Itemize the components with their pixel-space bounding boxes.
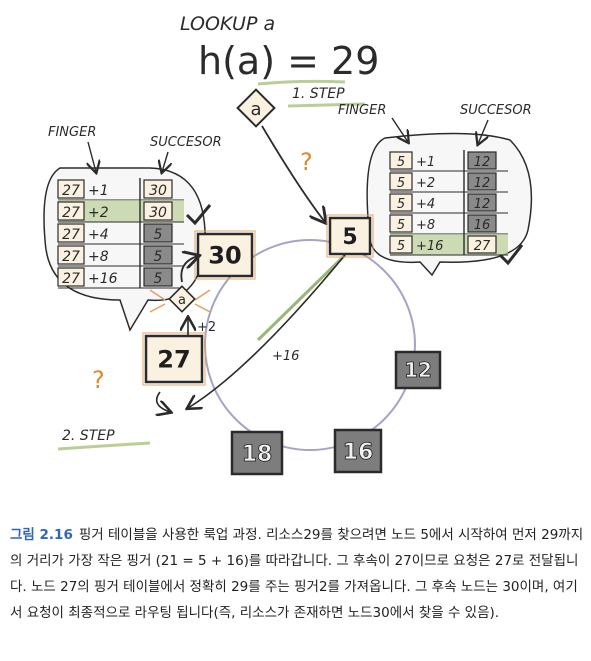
finger_table_5-row: 5 +1 12 — [389, 151, 508, 172]
finger-successor-cell: 5 — [154, 249, 163, 265]
ring-node-12: 12 — [394, 350, 442, 390]
finger-node-cell: 5 — [397, 155, 405, 170]
arrow-5-to-27 — [188, 254, 346, 408]
finger-successor-cell: 12 — [474, 176, 491, 191]
ring-node-label: 18 — [242, 442, 273, 467]
finger-offset-cell: +2 — [416, 176, 435, 191]
forwarded-key-label: a — [178, 293, 186, 308]
checkmark-5 — [498, 244, 524, 266]
finger_table_5-row: 5 +4 12 — [389, 193, 508, 214]
finger-successor-cell: 16 — [474, 218, 491, 233]
finger-offset-cell: +16 — [416, 239, 443, 254]
finger_table_27-row: 27 +4 5 — [57, 223, 184, 245]
finger_table_5-row: 5 +8 16 — [389, 214, 508, 235]
ring-node-label: 27 — [157, 346, 190, 374]
finger-node-cell: 5 — [397, 197, 405, 212]
arrow-27-to-30 — [180, 256, 198, 283]
checkmark-27 — [185, 204, 212, 226]
finger-table-27: 27 +1 30 27 +2 30 27 +4 5 27 +8 5 27 +16 5 — [57, 178, 184, 289]
finger_table_27-row: 27 +8 5 — [57, 245, 184, 267]
finger-node-cell: 27 — [62, 249, 80, 265]
ring-nodes: 5 12 16 18 27 30 — [142, 214, 442, 476]
finger-node-cell: 27 — [62, 205, 80, 221]
finger-successor-cell: 12 — [474, 155, 491, 170]
finger_table_27-row: 27 +16 5 — [57, 267, 184, 289]
finger_table_27-row: 27 +2 30 — [57, 200, 184, 223]
finger-offset-cell: +8 — [88, 249, 109, 265]
key-a-label: a — [250, 99, 261, 120]
finger-node-cell: 5 — [397, 239, 405, 254]
finger-node-cell: 27 — [62, 183, 80, 199]
figure-label: 그림 2.16 — [10, 527, 73, 543]
hash-underline — [257, 79, 346, 86]
successor-header-5: SUCCESOR — [460, 103, 532, 118]
finger-node-cell: 27 — [62, 227, 80, 243]
finger-offset-cell: +1 — [88, 183, 109, 199]
finger-offset-cell: +4 — [416, 197, 435, 212]
lookup-title: LOOKUP a — [180, 13, 275, 35]
finger-header-5: FINGER — [338, 103, 386, 118]
hash-expression: h(a) = 29 — [198, 39, 379, 83]
arrow-step2 — [157, 391, 170, 412]
finger-header-27: FINGER — [48, 125, 96, 140]
ring-node-label: 16 — [343, 440, 374, 465]
finger-offset-cell: +2 — [88, 205, 109, 221]
finger_table_5-row: 5 +2 12 — [389, 172, 508, 193]
arrow-key-to-node5 — [261, 125, 325, 222]
finger-offset-cell: +4 — [88, 227, 109, 243]
finger-node-cell: 5 — [397, 218, 405, 233]
forwarded-key-a: a — [149, 285, 211, 313]
question-mark-2: ? — [92, 366, 105, 394]
finger-node-cell: 5 — [397, 176, 405, 191]
finger-path-16 — [256, 253, 347, 342]
step2-label: 2. STEP — [62, 428, 115, 444]
ring-node-label: 5 — [342, 225, 357, 250]
finger-successor-cell: 30 — [149, 183, 167, 199]
finger-table-5: 5 +1 12 5 +2 12 5 +4 12 5 +8 16 5 +16 27 — [389, 150, 508, 256]
step1-label: 1. STEP — [292, 86, 345, 102]
ring-node-30: 30 — [194, 230, 256, 280]
ring-node-16: 16 — [333, 428, 383, 474]
finger-arrow-5 — [391, 117, 408, 142]
plus16-label: +16 — [272, 349, 299, 364]
ring-node-label: 30 — [208, 242, 241, 270]
ring-node-18: 18 — [230, 430, 284, 476]
successor-arrow-27 — [162, 151, 168, 172]
caption-text: 핑거 테이블을 사용한 룩업 과정. 리소스29를 찾으려면 노드 5에서 시작… — [10, 527, 584, 621]
finger-offset-cell: +16 — [88, 271, 118, 287]
finger-arrow-27 — [88, 141, 96, 172]
ring-node-label: 12 — [404, 358, 432, 382]
successor-arrow-5 — [478, 119, 488, 144]
successor-header-27: SUCCESOR — [150, 135, 222, 150]
plus2-label: +2 — [197, 320, 216, 335]
ring-node-27: 27 — [142, 332, 206, 386]
finger-successor-cell: 5 — [154, 227, 163, 243]
finger-offset-cell: +1 — [416, 155, 435, 170]
finger-successor-cell: 5 — [154, 271, 163, 287]
step1-underline — [287, 102, 366, 108]
finger-offset-cell: +8 — [416, 218, 435, 233]
key-a-diamond: a — [236, 88, 276, 128]
question-mark-1: ? — [300, 148, 313, 176]
finger-successor-cell: 27 — [474, 239, 491, 254]
lookup-diagram: LOOKUP a h(a) = 29 a 1. STEP ? +16 FINGE… — [43, 13, 533, 476]
finger-successor-cell: 12 — [474, 197, 491, 212]
ring-node-5: 5 — [326, 214, 374, 258]
finger-successor-cell: 30 — [149, 205, 167, 221]
step2-underline — [57, 441, 151, 451]
finger_table_5-row: 5 +16 27 — [389, 234, 508, 256]
finger-node-cell: 27 — [62, 271, 80, 287]
